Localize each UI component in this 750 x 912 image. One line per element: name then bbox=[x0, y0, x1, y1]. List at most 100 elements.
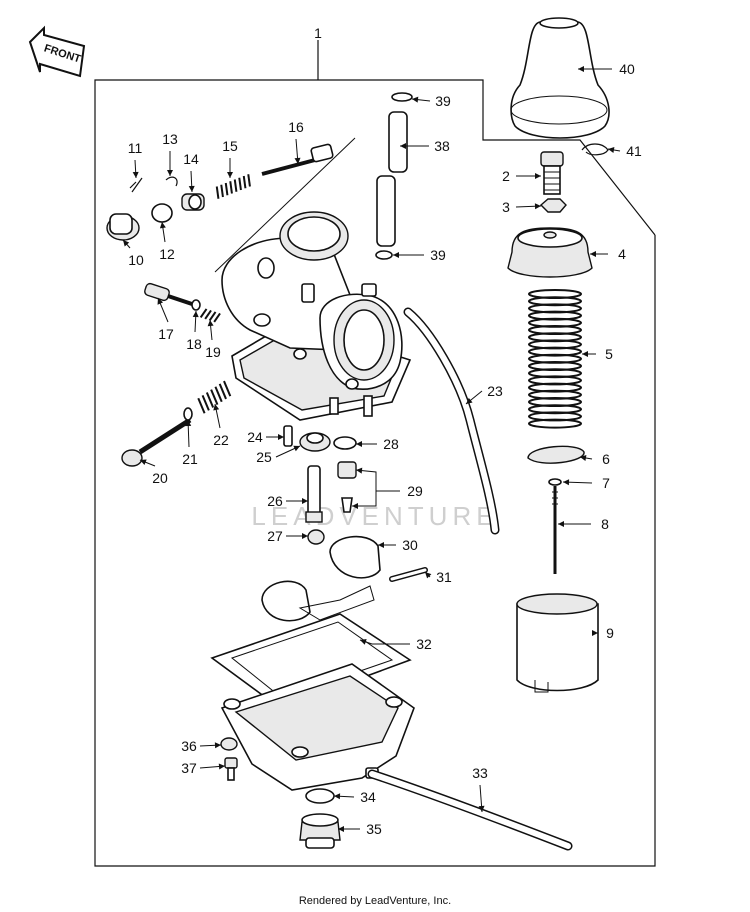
callout-24: 24 bbox=[247, 429, 263, 445]
arrowhead-icon bbox=[466, 397, 473, 404]
part-rubber-cap bbox=[510, 17, 610, 139]
part-collar bbox=[151, 203, 173, 223]
callout-20: 20 bbox=[152, 470, 168, 486]
callout-11: 11 bbox=[128, 140, 143, 156]
part-needle-jet-holder bbox=[299, 432, 331, 452]
part-throttle-valve bbox=[516, 593, 599, 693]
part-cotter-pin bbox=[129, 177, 143, 193]
arrowhead-icon bbox=[590, 251, 596, 257]
part-main-jet bbox=[307, 529, 325, 545]
callout-16: 16 bbox=[288, 119, 304, 135]
callout-19: 19 bbox=[205, 344, 221, 360]
part-needle-plate bbox=[527, 445, 585, 464]
callout-4: 4 bbox=[618, 246, 626, 262]
arrowhead-icon bbox=[478, 805, 485, 812]
arrowhead-icon bbox=[334, 793, 341, 800]
arrowhead-icon bbox=[123, 240, 130, 247]
arrowhead-icon bbox=[218, 763, 225, 770]
callout-5: 5 bbox=[605, 346, 613, 362]
callout-30: 30 bbox=[402, 537, 418, 553]
callout-13: 13 bbox=[162, 131, 178, 147]
part-cable-adjuster bbox=[540, 151, 564, 195]
assembly-frame bbox=[94, 40, 656, 867]
callout-38: 38 bbox=[434, 138, 450, 154]
callout-18: 18 bbox=[186, 336, 202, 352]
arrowhead-icon bbox=[535, 173, 541, 179]
front-arrow-icon: FRONT bbox=[28, 25, 86, 78]
callout-41: 41 bbox=[626, 143, 642, 159]
arrowhead-icon bbox=[534, 203, 541, 210]
part-carburetor-body bbox=[221, 211, 412, 421]
part-float bbox=[261, 535, 381, 622]
credit-line: Rendered by LeadVenture, Inc. bbox=[299, 895, 451, 907]
arrowhead-icon bbox=[338, 826, 344, 832]
arrowhead-icon bbox=[140, 459, 147, 466]
part-pilot-air-screw bbox=[144, 282, 193, 306]
callout-7: 7 bbox=[602, 475, 610, 491]
callout-6: 6 bbox=[602, 451, 610, 467]
callout-10: 10 bbox=[128, 252, 144, 268]
callout-2: 2 bbox=[502, 168, 510, 184]
callout-22: 22 bbox=[213, 432, 229, 448]
arrowhead-icon bbox=[578, 66, 584, 72]
arrowhead-icon bbox=[302, 533, 308, 539]
callout-37: 37 bbox=[181, 760, 197, 776]
part-air-vent-tube bbox=[376, 111, 408, 247]
arrowhead-icon bbox=[393, 252, 399, 258]
part-plug-o-ring bbox=[305, 788, 335, 804]
part-washer-18 bbox=[191, 299, 201, 311]
part-o-ring-28 bbox=[333, 436, 357, 450]
part-circlip bbox=[165, 176, 178, 187]
part-drain-plug bbox=[299, 813, 341, 849]
callout-39b: 39 bbox=[430, 247, 446, 263]
callout-9: 9 bbox=[606, 625, 614, 641]
part-screw-37 bbox=[224, 757, 238, 781]
callout-25: 25 bbox=[256, 449, 272, 465]
callout-12: 12 bbox=[159, 246, 175, 262]
part-throttle-spring bbox=[528, 289, 582, 429]
part-float-bowl bbox=[220, 663, 415, 791]
callout-8: 8 bbox=[601, 516, 609, 532]
part-o-ring-21 bbox=[183, 407, 193, 421]
part-top-cap bbox=[507, 227, 593, 278]
callout-33: 33 bbox=[472, 765, 488, 781]
callout-28: 28 bbox=[383, 436, 399, 452]
part-jet-needle bbox=[552, 486, 558, 574]
callout-21: 21 bbox=[182, 451, 198, 467]
arrowhead-icon bbox=[580, 455, 587, 461]
callout-15: 15 bbox=[222, 138, 238, 154]
arrowhead-icon bbox=[412, 96, 419, 103]
arrowhead-icon bbox=[400, 143, 406, 149]
callout-1: 1 bbox=[314, 25, 322, 41]
arrowhead-icon bbox=[356, 441, 362, 447]
part-lock-nut bbox=[539, 198, 567, 213]
callout-27: 27 bbox=[267, 528, 283, 544]
callout-23: 23 bbox=[487, 383, 503, 399]
arrowhead-icon bbox=[592, 630, 598, 636]
part-needle-clip bbox=[548, 478, 562, 486]
callout-36: 36 bbox=[181, 738, 197, 754]
part-stop-screw-spring bbox=[197, 380, 232, 414]
part-throttle-stop-screw bbox=[121, 417, 192, 467]
arrowhead-icon bbox=[214, 742, 221, 749]
arrowhead-icon bbox=[302, 498, 308, 504]
arrowhead-icon bbox=[608, 147, 615, 153]
arrowhead-icon bbox=[132, 171, 139, 178]
part-starter-plunger bbox=[261, 143, 334, 176]
part-o-ring-top bbox=[391, 92, 413, 102]
callout-29: 29 bbox=[407, 483, 423, 499]
leader-line bbox=[355, 469, 400, 492]
callout-31: 31 bbox=[436, 569, 452, 585]
part-o-ring-bottom bbox=[375, 250, 393, 260]
arrowhead-icon bbox=[278, 434, 284, 440]
arrowhead-icon bbox=[356, 467, 363, 474]
arrowhead-icon bbox=[159, 222, 166, 229]
arrowhead-icon bbox=[582, 351, 588, 357]
arrowhead-icon bbox=[294, 157, 301, 164]
callout-14: 14 bbox=[183, 151, 199, 167]
arrowhead-icon bbox=[188, 185, 195, 192]
arrowhead-icon bbox=[167, 170, 173, 176]
arrowhead-icon bbox=[227, 172, 233, 178]
